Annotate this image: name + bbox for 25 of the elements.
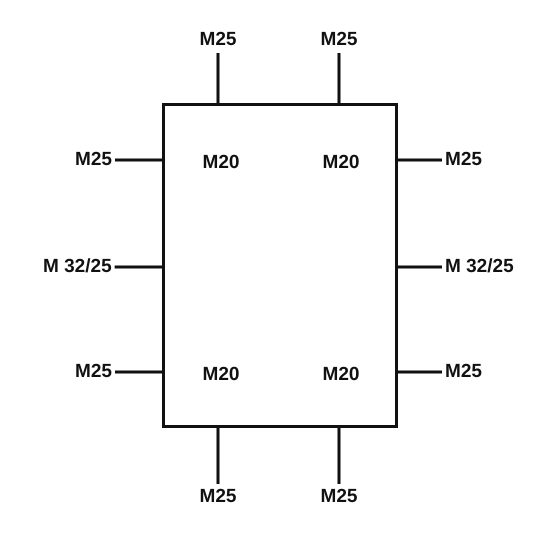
- cable-entry-label: M25: [320, 30, 358, 50]
- cable-entry-line: [338, 428, 340, 484]
- cable-entry-line: [114, 370, 162, 374]
- cable-entry-line: [398, 370, 442, 374]
- knockout-size-label: M20: [322, 153, 360, 173]
- cable-entry-line: [216, 53, 220, 103]
- cable-entry-label: M 32/25: [43, 257, 112, 277]
- cable-entry-line: [114, 266, 162, 268]
- cable-entry-line: [398, 158, 442, 162]
- cable-entry-line: [114, 158, 162, 162]
- cable-entry-label: M25: [320, 487, 358, 507]
- cable-entry-line: [216, 428, 220, 484]
- cable-entry-label: M25: [445, 362, 482, 382]
- cable-entry-label: M25: [75, 362, 112, 382]
- cable-entry-label: M25: [75, 150, 112, 170]
- cable-entry-label: M 32/25: [445, 257, 514, 277]
- knockout-size-label: M20: [322, 365, 360, 385]
- cable-entry-line: [338, 53, 340, 103]
- cable-entry-label: M25: [200, 487, 236, 507]
- cable-entry-line: [398, 266, 442, 268]
- knockout-size-label: M20: [202, 153, 240, 173]
- cable-entry-label: M25: [200, 30, 236, 50]
- cable-entry-label: M25: [445, 150, 482, 170]
- knockout-size-label: M20: [202, 365, 240, 385]
- enclosure-box: [162, 103, 398, 428]
